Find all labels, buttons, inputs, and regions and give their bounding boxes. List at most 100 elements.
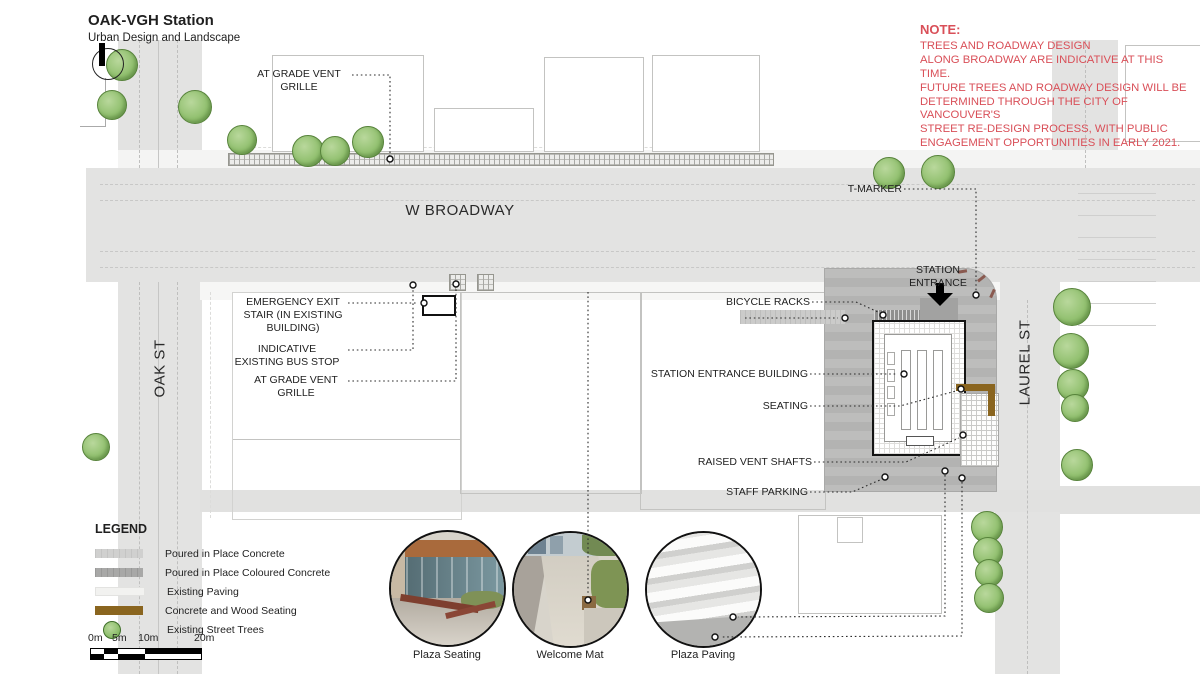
street-tree-icon bbox=[320, 136, 350, 166]
photo-striped-paving bbox=[647, 533, 760, 630]
scale-segment bbox=[104, 649, 118, 654]
escalator bbox=[917, 350, 927, 430]
page-subtitle: Urban Design and Landscape bbox=[88, 32, 241, 44]
at-grade-vent-grille-square bbox=[477, 274, 494, 291]
scale-segment bbox=[145, 654, 201, 659]
street-tree-icon bbox=[1053, 333, 1089, 369]
photo-building bbox=[527, 533, 546, 555]
scale-segment bbox=[104, 654, 118, 659]
photo-building-band bbox=[391, 539, 504, 557]
bicycle-racks-strip bbox=[874, 310, 920, 320]
building-outline bbox=[272, 55, 424, 152]
road-rear-lane-east bbox=[1060, 486, 1200, 514]
coloured-concrete-swatch bbox=[95, 568, 143, 577]
seating-bench bbox=[956, 384, 994, 391]
legend-row-tree: Existing Street Trees bbox=[95, 620, 330, 639]
centre-line bbox=[158, 40, 159, 168]
legend-label: Poured in Place Concrete bbox=[165, 547, 285, 560]
photo-trees bbox=[581, 535, 627, 556]
photo-label-welcome-mat: Welcome Mat bbox=[536, 649, 604, 661]
survey-line bbox=[80, 126, 106, 127]
north-arrow-icon bbox=[92, 48, 124, 80]
plan-label-staff-parking: STAFF PARKING bbox=[726, 486, 808, 498]
note-line: DETERMINED THROUGH THE CITY OF VANCOUVER… bbox=[920, 95, 1128, 122]
seating-bench bbox=[988, 384, 995, 416]
plan-label-seating: SEATING bbox=[762, 400, 808, 412]
photo-label-plaza-paving: Plaza Paving bbox=[670, 649, 736, 661]
scale-bar-row bbox=[91, 649, 201, 654]
tree-swatch bbox=[103, 620, 121, 639]
legend-row-coloured-concrete: Poured in Place Coloured Concrete bbox=[95, 563, 330, 582]
scale-label: 20m bbox=[194, 632, 215, 644]
street-tree-icon bbox=[178, 90, 212, 124]
scale-segment bbox=[118, 654, 145, 659]
scale-segment bbox=[91, 649, 104, 654]
photo-column bbox=[391, 543, 405, 598]
legend-row-existing-paving: Existing Paving bbox=[95, 582, 330, 601]
scale-segment bbox=[118, 649, 145, 654]
title-block: OAK-VGH Station Urban Design and Landsca… bbox=[88, 12, 240, 44]
street-tree-icon bbox=[1053, 288, 1091, 326]
seating-swatch bbox=[95, 606, 143, 615]
plan-label-indicative-bus-stop: INDICATIVE EXISTING BUS STOP bbox=[234, 343, 340, 368]
scale-bar bbox=[90, 648, 202, 660]
street-tree-icon bbox=[97, 90, 127, 120]
street-tree-icon bbox=[975, 559, 1003, 587]
parking-stalls bbox=[1078, 172, 1156, 338]
photo-label-plaza-seating: Plaza Seating bbox=[413, 649, 481, 661]
building-outline bbox=[434, 108, 534, 152]
centre-line bbox=[1027, 300, 1028, 674]
legend-label: Existing Street Trees bbox=[167, 623, 264, 636]
station-door bbox=[906, 436, 934, 446]
street-label-broadway: W BROADWAY bbox=[405, 202, 515, 219]
stair-box bbox=[887, 352, 895, 365]
building-outline bbox=[1125, 45, 1200, 142]
note-line: TREES AND ROADWAY DESIGN bbox=[920, 40, 1091, 52]
legend-heading: LEGEND bbox=[95, 522, 148, 536]
building-outline bbox=[544, 57, 644, 152]
note-line: STREET RE-DESIGN PROCESS, WITH PUBLIC bbox=[920, 123, 1168, 136]
legend-label: Existing Paving bbox=[167, 585, 239, 598]
lane-line bbox=[100, 184, 1195, 185]
street-tree-icon bbox=[82, 433, 110, 461]
scale-label: 10m bbox=[138, 632, 159, 644]
lane-line bbox=[100, 267, 1195, 268]
escalator bbox=[933, 350, 943, 430]
legend-row-concrete: Poured in Place Concrete bbox=[95, 544, 330, 563]
lane-line bbox=[139, 282, 140, 674]
building-outline bbox=[798, 515, 942, 614]
plan-label-station-entrance: STATION ENTRANCE bbox=[909, 264, 967, 289]
legend-label: Concrete and Wood Seating bbox=[165, 604, 297, 617]
street-tree-icon bbox=[1061, 394, 1089, 422]
street-tree-icon bbox=[971, 511, 1003, 543]
building-outline bbox=[232, 292, 462, 520]
scale-bar-row bbox=[91, 654, 201, 659]
street-tree-icon bbox=[974, 583, 1004, 613]
scale-segment bbox=[145, 649, 201, 654]
stair-box bbox=[887, 403, 895, 416]
lane-line bbox=[100, 251, 1195, 252]
concrete-band bbox=[740, 310, 846, 324]
lane-line bbox=[139, 40, 140, 168]
note-line: ENGAGEMENT OPPORTUNITIES IN EARLY 2021. bbox=[920, 137, 1181, 150]
escalator bbox=[901, 350, 911, 430]
note-line: FUTURE TREES AND ROADWAY DESIGN WILL BE bbox=[920, 81, 1187, 94]
at-grade-vent-grille-square bbox=[449, 274, 466, 291]
photo-grasses bbox=[590, 560, 627, 608]
street-label-laurel: LAUREL ST bbox=[1016, 319, 1034, 406]
lane-line bbox=[100, 200, 1195, 201]
street-tree-icon bbox=[227, 125, 257, 155]
plan-label-at-grade-vent-grille-south: AT GRADE VENT GRILLE bbox=[254, 374, 338, 399]
scale-label: 0m bbox=[88, 632, 103, 644]
note-heading: NOTE: bbox=[920, 22, 961, 37]
photo-plaza-paving bbox=[645, 531, 762, 648]
centre-line bbox=[1085, 40, 1086, 168]
north-arrow-icon bbox=[99, 43, 105, 66]
lane-line bbox=[177, 282, 178, 674]
plan-label-emergency-exit-stair: EMERGENCY EXIT STAIR (IN EXISTING BUILDI… bbox=[243, 296, 343, 334]
centre-line bbox=[158, 282, 159, 674]
